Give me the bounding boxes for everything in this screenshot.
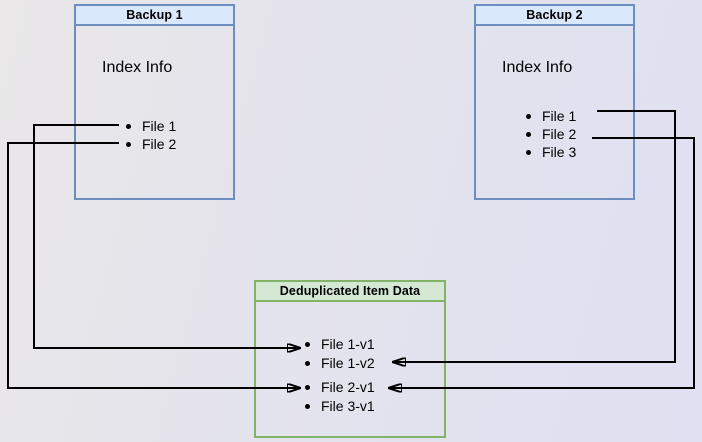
backup2-header: Backup 2 [476,6,633,26]
list-item: File 1 [476,107,633,125]
list-item: File 3-v1 [256,397,444,416]
list-item: File 2-v1 [256,378,444,397]
list-item: File 1 [76,117,233,135]
dedup-box: Deduplicated Item Data File 1-v1 File 1-… [254,280,446,438]
backup1-title: Backup 1 [126,8,183,22]
dedup-item-list: File 1-v1 File 1-v2 File 2-v1 File 3-v1 [256,335,444,416]
backup2-file-list: File 1 File 2 File 3 [476,107,633,161]
dedup-title: Deduplicated Item Data [279,284,421,298]
dedup-header: Deduplicated Item Data [256,282,444,302]
backup1-index-info-label: Index Info [102,59,173,76]
list-item: File 1-v2 [256,354,444,373]
backup2-box: Backup 2 Index Info File 1 File 2 File 3 [474,4,635,200]
list-item: File 3 [476,143,633,161]
backup2-index-info-label: Index Info [502,59,573,76]
backup1-file-list: File 1 File 2 [76,117,233,153]
backup2-title: Backup 2 [526,8,583,22]
list-item: File 2 [476,125,633,143]
list-item: File 2 [76,135,233,153]
backup1-box: Backup 1 Index Info File 1 File 2 [74,4,235,200]
list-item: File 1-v1 [256,335,444,354]
backup1-header: Backup 1 [76,6,233,26]
